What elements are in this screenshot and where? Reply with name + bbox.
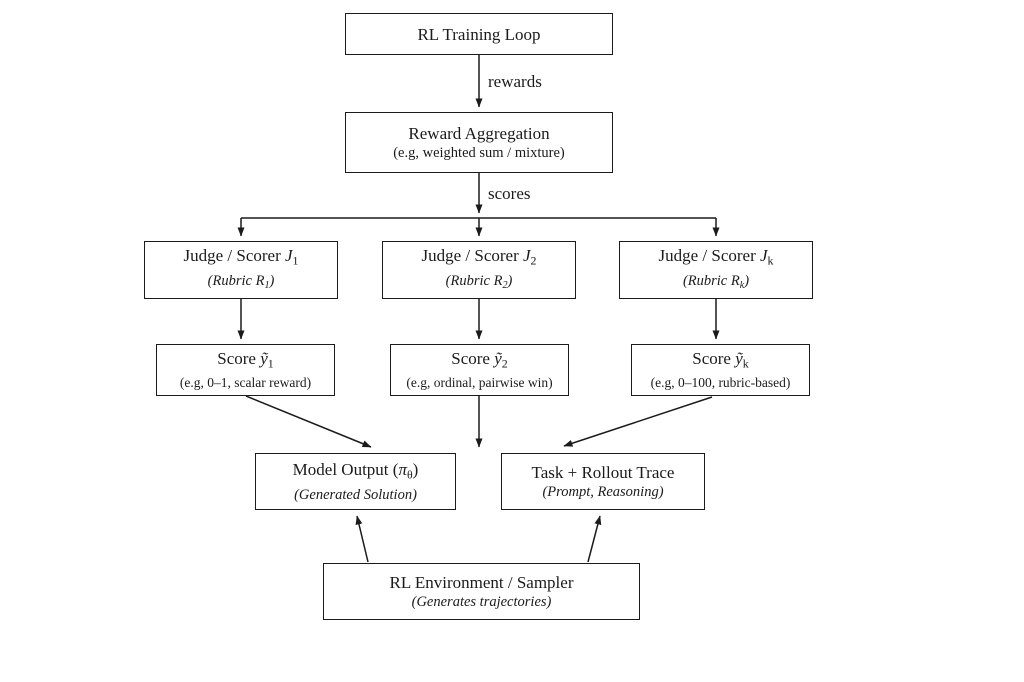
- box-judge-k-subtitle: (Rubric Rk): [682, 272, 750, 291]
- box-model-output-title: Model Output (πθ): [292, 460, 419, 482]
- box-score-1: Score ỹ1 (e.g, 0–1, scalar reward): [156, 344, 335, 396]
- box-rl-environment: RL Environment / Sampler (Generates traj…: [323, 563, 640, 620]
- arrow-env-model-output: [355, 515, 369, 563]
- box-rl-training-loop-title: RL Training Loop: [417, 24, 541, 44]
- arrow-env-task-trace: [587, 515, 602, 563]
- box-task-rollout-trace-subtitle: (Prompt, Reasoning): [542, 484, 664, 500]
- box-judge-2: Judge / Scorer J2 (Rubric R2): [382, 241, 576, 299]
- box-judge-2-title: Judge / Scorer J2: [421, 246, 537, 268]
- edge-label-rewards: rewards: [488, 72, 542, 91]
- box-score-2-title: Score ỹ2: [451, 348, 508, 371]
- box-reward-aggregation-title: Reward Aggregation: [408, 124, 550, 143]
- box-model-output-subtitle: (Generated Solution): [294, 486, 417, 503]
- box-judge-1-title: Judge / Scorer J1: [183, 246, 299, 268]
- box-score-k: Score ỹk (e.g, 0–100, rubric-based): [631, 344, 810, 396]
- box-score-1-title: Score ỹ1: [217, 348, 274, 371]
- box-rl-environment-title: RL Environment / Sampler: [389, 573, 574, 592]
- box-model-output: Model Output (πθ) (Generated Solution): [255, 453, 456, 510]
- box-reward-aggregation: Reward Aggregation (e.g, weighted sum / …: [345, 112, 613, 173]
- box-judge-k-title: Judge / Scorer Jk: [658, 246, 774, 268]
- box-task-rollout-trace: Task + Rollout Trace (Prompt, Reasoning): [501, 453, 705, 510]
- box-rl-training-loop: RL Training Loop: [345, 13, 613, 55]
- edge-label-scores: scores: [488, 184, 531, 203]
- box-judge-2-subtitle: (Rubric R2): [445, 272, 513, 291]
- box-judge-k: Judge / Scorer Jk (Rubric Rk): [619, 241, 813, 299]
- box-score-2-subtitle: (e.g, ordinal, pairwise win): [406, 375, 553, 391]
- box-score-k-subtitle: (e.g, 0–100, rubric-based): [650, 375, 791, 391]
- box-score-k-title: Score ỹk: [692, 348, 749, 371]
- box-rl-environment-subtitle: (Generates trajectories): [411, 594, 552, 610]
- arrow-score1-model-output: [245, 395, 372, 448]
- box-judge-1-subtitle: (Rubric R1): [207, 272, 275, 291]
- box-reward-aggregation-subtitle: (e.g, weighted sum / mixture): [393, 145, 565, 161]
- box-judge-1: Judge / Scorer J1 (Rubric R1): [144, 241, 338, 299]
- box-score-2: Score ỹ2 (e.g, ordinal, pairwise win): [390, 344, 569, 396]
- box-score-1-subtitle: (e.g, 0–1, scalar reward): [179, 375, 312, 391]
- box-task-rollout-trace-title: Task + Rollout Trace: [531, 463, 675, 482]
- arrow-scorek-task-trace: [563, 396, 713, 447]
